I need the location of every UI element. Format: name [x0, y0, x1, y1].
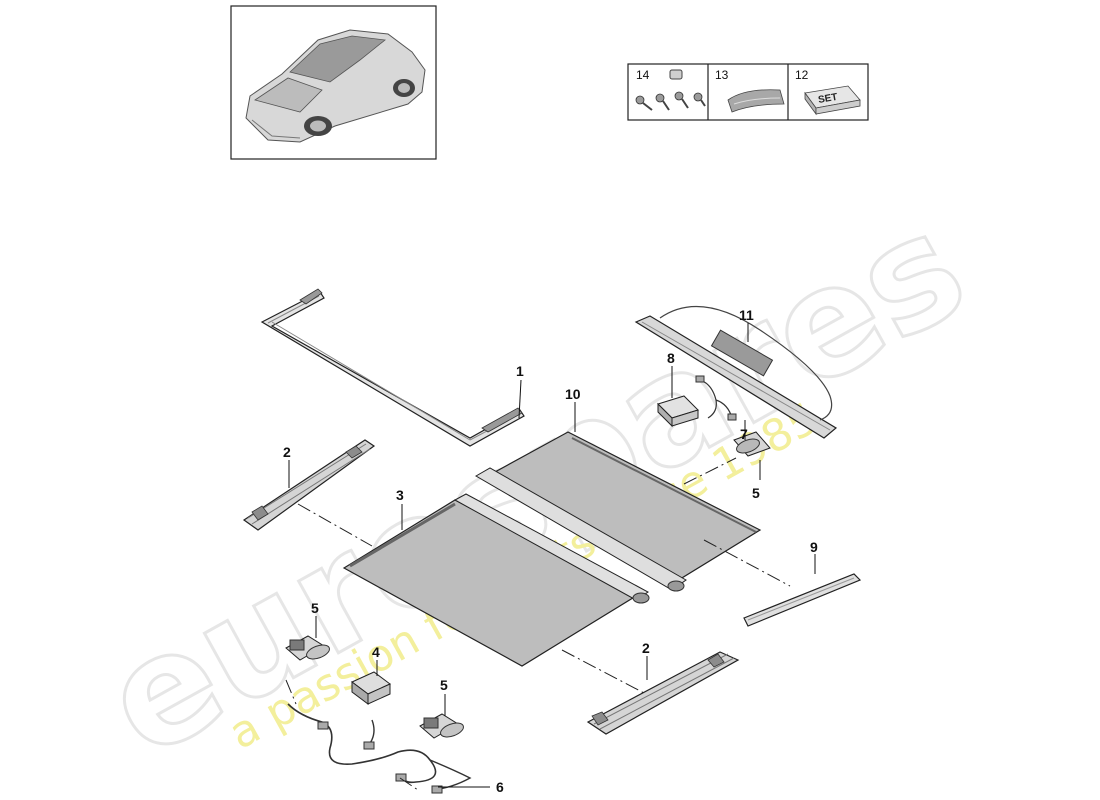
- callout-9: 9: [810, 539, 818, 555]
- set-box-label: SET: [817, 92, 838, 106]
- small-parts-legend: 14 13 12 SET: [627, 63, 869, 121]
- callout-4: 4: [372, 644, 380, 660]
- callout-10: 10: [565, 386, 581, 402]
- callout-7: 7: [740, 426, 748, 442]
- screws-and-clip-icon: [635, 69, 706, 111]
- callout-3: 3: [396, 487, 404, 503]
- alignment-lines: [285, 457, 791, 791]
- motor-right-part: [733, 431, 771, 457]
- wiring-harness-part: [287, 703, 472, 794]
- callout-2-top: 2: [283, 444, 291, 460]
- callout-6: 6: [496, 779, 504, 795]
- callout-5-left: 5: [311, 600, 319, 616]
- control-unit-part: [657, 395, 699, 428]
- tape-strip-icon: [727, 89, 785, 113]
- trim-strip-part: [743, 573, 862, 627]
- leader-lines: [288, 323, 816, 788]
- legend-number-14: 14: [636, 68, 650, 82]
- rear-sunshade-part: [474, 431, 762, 592]
- car-icon: [245, 29, 426, 143]
- callout-5-right: 5: [752, 485, 760, 501]
- connector-block-part: [351, 671, 391, 705]
- callout-8: 8: [667, 350, 675, 366]
- front-sunshade-part: [342, 493, 650, 667]
- callout-11: 11: [739, 307, 754, 323]
- callout-numbers: 1 2 3 4 5 5 5 6 7 8 9 10 11 2: [283, 307, 818, 795]
- motor-bottom-part: [419, 713, 464, 739]
- legend-number-13: 13: [715, 68, 729, 82]
- vehicle-thumbnail: [230, 5, 437, 160]
- wiring-harness-small-part: [695, 375, 737, 421]
- legend-number-12: 12: [795, 68, 809, 82]
- callout-2-bottom: 2: [642, 640, 650, 656]
- motor-left-part: [285, 635, 330, 661]
- guide-rail-top-part: [242, 439, 376, 531]
- callout-5-bottom: 5: [440, 677, 448, 693]
- guide-rail-bottom-part: [586, 651, 740, 735]
- roof-frame-part: [260, 288, 525, 447]
- callout-1: 1: [516, 363, 524, 379]
- set-box-icon: SET: [804, 85, 861, 116]
- drive-rail-assembly-part: [634, 305, 838, 439]
